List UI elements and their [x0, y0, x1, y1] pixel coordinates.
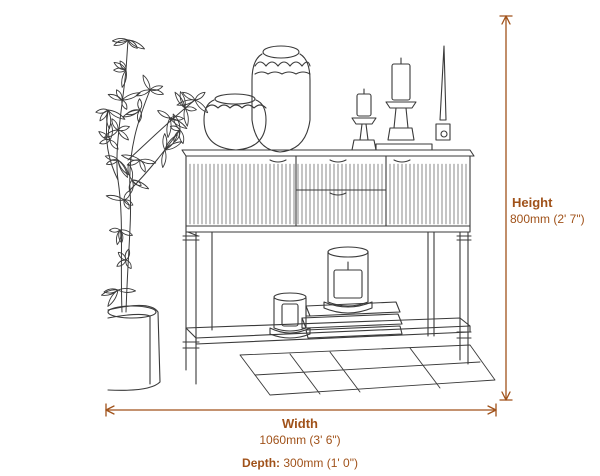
leaf — [166, 117, 172, 138]
leaf — [113, 39, 129, 46]
leaf — [107, 93, 123, 101]
leaf — [121, 154, 141, 161]
leaf — [105, 194, 125, 201]
depth-dimension: Depth: 300mm (1' 0") — [200, 456, 400, 470]
leaf — [137, 109, 142, 123]
candlestick-tall — [385, 57, 417, 141]
leaf — [125, 259, 132, 270]
leaf — [139, 159, 146, 173]
leaf — [109, 139, 119, 150]
leaf — [98, 131, 111, 141]
leaf — [117, 125, 130, 132]
leaf — [103, 288, 119, 294]
leaf — [184, 106, 197, 112]
leaf — [121, 69, 127, 88]
drawer-fluting — [189, 163, 467, 225]
plant-trunk — [105, 39, 196, 313]
leaf — [194, 99, 209, 114]
leaf — [149, 89, 164, 96]
leaf — [117, 129, 129, 141]
leaf — [113, 62, 127, 71]
leaf — [137, 98, 143, 111]
plant-leaves — [95, 38, 209, 307]
leaf — [99, 138, 111, 145]
leaf — [142, 74, 151, 91]
leaf — [117, 288, 136, 293]
leaf — [162, 133, 168, 151]
leaf — [117, 159, 129, 176]
leaf — [104, 129, 119, 138]
lantern-candle — [323, 246, 373, 314]
leaf — [176, 99, 196, 106]
leaf — [139, 158, 157, 165]
leaf — [164, 134, 178, 151]
leaf — [118, 229, 124, 244]
leaf — [179, 91, 186, 109]
floor-tiles — [239, 344, 496, 396]
leaf — [127, 39, 145, 50]
leaf — [111, 118, 119, 131]
depth-title: Depth: — [242, 456, 281, 470]
leaf — [183, 107, 189, 127]
candlestick-small — [351, 88, 377, 151]
leaf — [123, 190, 131, 201]
tray — [375, 143, 433, 151]
leaf — [115, 229, 122, 246]
leaf — [121, 99, 128, 110]
width-dimension-line — [105, 403, 497, 417]
leaf — [125, 109, 141, 116]
small-vase — [203, 93, 267, 151]
plant-pot — [107, 304, 161, 391]
leaf — [107, 289, 119, 307]
leaf — [135, 89, 151, 97]
leaf — [172, 113, 181, 131]
leaf — [194, 91, 206, 101]
leaf — [123, 199, 130, 210]
leaf — [119, 229, 133, 236]
height-value: 800mm (2' 7") — [510, 212, 585, 226]
leaf — [117, 159, 128, 178]
taper-candle — [435, 45, 451, 141]
leaf — [128, 179, 134, 194]
leaf — [107, 109, 126, 120]
height-dimension-line — [499, 15, 513, 401]
width-title: Width — [282, 416, 318, 431]
leaf — [161, 149, 167, 168]
leaf — [123, 199, 134, 206]
leaf — [113, 67, 127, 73]
height-title: Height — [512, 195, 553, 210]
small-lantern — [269, 292, 311, 339]
leaf — [121, 92, 141, 101]
large-vase — [251, 45, 311, 153]
leaf — [116, 89, 123, 101]
leaf — [127, 39, 138, 49]
leaf — [108, 123, 113, 141]
leaf — [109, 227, 121, 233]
leaf — [105, 159, 119, 165]
leaf — [182, 91, 196, 101]
leaf — [100, 289, 119, 296]
leaf — [106, 109, 112, 130]
leaf — [169, 117, 188, 130]
leaf — [149, 85, 164, 91]
leaf — [117, 251, 127, 261]
leaf — [174, 91, 186, 109]
leaf — [131, 179, 142, 186]
leaf — [104, 155, 119, 161]
leaf — [178, 129, 185, 145]
leaf — [169, 115, 185, 121]
depth-value: 300mm (1' 0") — [283, 456, 358, 470]
console-table — [181, 149, 475, 385]
leaf — [116, 259, 127, 267]
leaf — [157, 110, 171, 119]
leaf — [111, 38, 129, 43]
leaf — [95, 108, 109, 114]
width-value: 1060mm (3' 6") — [259, 433, 341, 447]
